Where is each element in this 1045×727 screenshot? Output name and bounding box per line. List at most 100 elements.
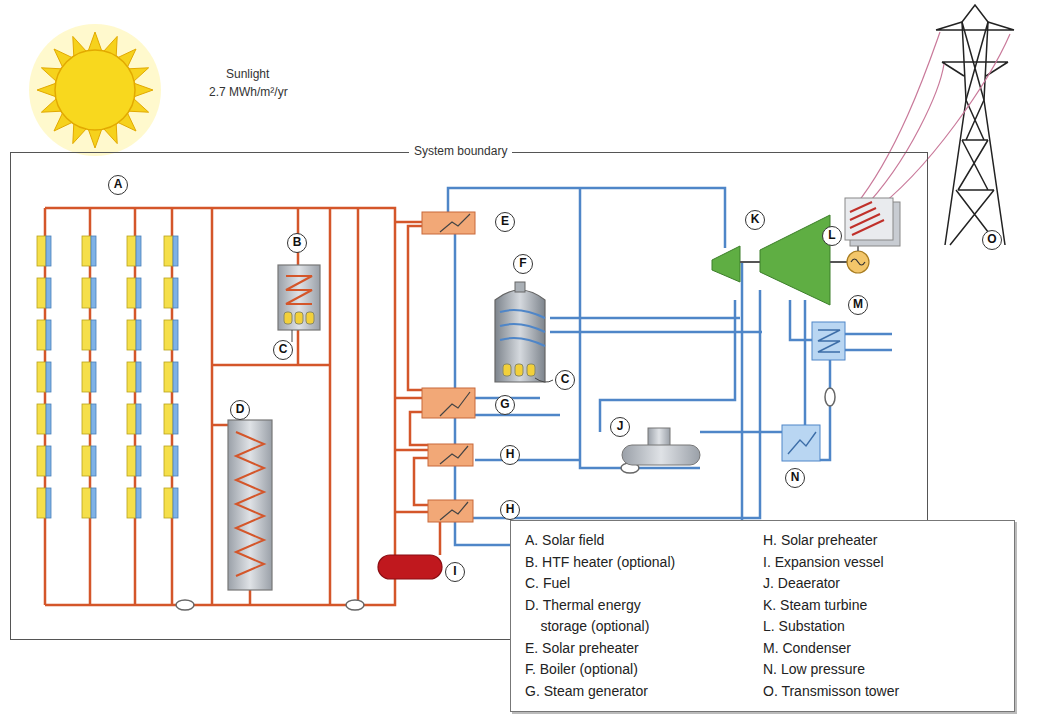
generator-lead	[857, 246, 859, 251]
solar-collectors	[37, 208, 178, 605]
storage-tank	[228, 420, 272, 590]
callout-letter: F	[513, 254, 533, 274]
pump	[346, 600, 364, 610]
pump	[176, 600, 194, 610]
heater-box	[782, 425, 820, 461]
power-line	[870, 34, 1010, 214]
legend-entry: A. Solar field	[525, 530, 604, 552]
receiver-tube	[173, 278, 178, 308]
boiler-coil	[500, 310, 545, 346]
mirror	[164, 320, 173, 350]
storage-coil	[236, 432, 264, 576]
legend-entry: D. Thermal energy storage (optional)	[525, 595, 690, 638]
mirror	[82, 320, 91, 350]
callout-letter: D	[230, 400, 250, 420]
sun	[29, 24, 161, 156]
feed-pipe	[700, 431, 782, 434]
mirror	[82, 236, 91, 266]
receiver-tube	[46, 320, 51, 350]
htf-header	[45, 208, 395, 605]
receiver-tube	[173, 320, 178, 350]
lp-turbine	[760, 215, 830, 305]
legend-entry: N. Low pressure	[763, 659, 865, 681]
expansion-vessel	[378, 555, 442, 579]
heater-coil	[286, 276, 312, 304]
receiver-tube	[46, 446, 51, 476]
mirror	[127, 446, 136, 476]
exhaust-pipe	[790, 300, 812, 340]
legend-entry: F. Boiler (optional)	[525, 659, 638, 681]
boiler-vent	[515, 282, 525, 292]
legend-entry: M. Condenser	[763, 638, 851, 660]
callout-letter: H	[500, 445, 520, 465]
callout-letter: B	[287, 233, 307, 253]
substation	[845, 198, 893, 240]
condenser-box	[812, 322, 845, 360]
mirror	[82, 446, 91, 476]
callout-letter: C	[273, 340, 293, 360]
htf-pipes	[45, 208, 440, 605]
legend-entry: H. Solar preheater	[763, 530, 877, 552]
steam-pipe	[448, 188, 725, 248]
sun-disc	[55, 50, 135, 130]
mirror	[164, 446, 173, 476]
mirror	[82, 488, 91, 518]
callout-letter: J	[610, 417, 630, 437]
receiver-tube	[136, 488, 141, 518]
generator-symbol	[851, 259, 865, 265]
mirror	[82, 278, 91, 308]
htf-heater	[278, 265, 320, 342]
mirror	[37, 236, 46, 266]
callout-letter: C	[555, 370, 575, 390]
legend-entry: G. Steam generator	[525, 681, 648, 703]
burner	[527, 364, 535, 376]
burner	[306, 312, 314, 324]
exchanger-symbol	[788, 432, 816, 454]
callout-letter: A	[108, 175, 128, 195]
transmission-tower	[936, 5, 1014, 245]
mirror	[127, 278, 136, 308]
callout-letter: H	[500, 500, 520, 520]
receiver-tube	[136, 404, 141, 434]
generator	[847, 251, 869, 273]
mirror	[82, 362, 91, 392]
receiver-tube	[173, 236, 178, 266]
condenser-coil	[818, 330, 840, 352]
condenser	[812, 322, 845, 360]
callout-letter: I	[445, 562, 465, 582]
bleed-pipe	[804, 300, 807, 425]
receiver-tube	[91, 320, 96, 350]
receiver-tube	[91, 488, 96, 518]
callout-letter: N	[785, 468, 805, 488]
bleed-pipe	[600, 300, 735, 432]
thermal-storage	[228, 420, 272, 590]
power-line	[862, 64, 944, 210]
receiver-tube	[136, 236, 141, 266]
callout-letter: G	[495, 395, 515, 415]
callout-letter: M	[848, 295, 868, 315]
receiver-tube	[91, 404, 96, 434]
substation-symbol	[850, 202, 884, 235]
condensate-pipe	[820, 360, 830, 460]
water-pipe	[472, 290, 760, 518]
hp-turbine	[712, 246, 740, 282]
receiver-tube	[136, 278, 141, 308]
sun-rays	[37, 32, 153, 148]
receiver-tube	[136, 446, 141, 476]
mirror	[164, 404, 173, 434]
steam-pipes	[448, 188, 892, 545]
heater-body	[278, 265, 320, 330]
turbine-set	[712, 198, 900, 305]
receiver-tube	[46, 488, 51, 518]
burner	[295, 312, 303, 324]
burner	[515, 364, 523, 376]
legend-box: A. Solar fieldB. HTF heater (optional)C.…	[510, 520, 1015, 712]
mirror	[37, 320, 46, 350]
callout-letter: L	[822, 226, 842, 246]
sun-glow	[29, 24, 161, 156]
tower-legs	[945, 5, 1005, 245]
legend-entry: L. Substation	[763, 616, 845, 638]
receiver-tube	[173, 362, 178, 392]
mirror	[164, 236, 173, 266]
receiver-tube	[91, 236, 96, 266]
